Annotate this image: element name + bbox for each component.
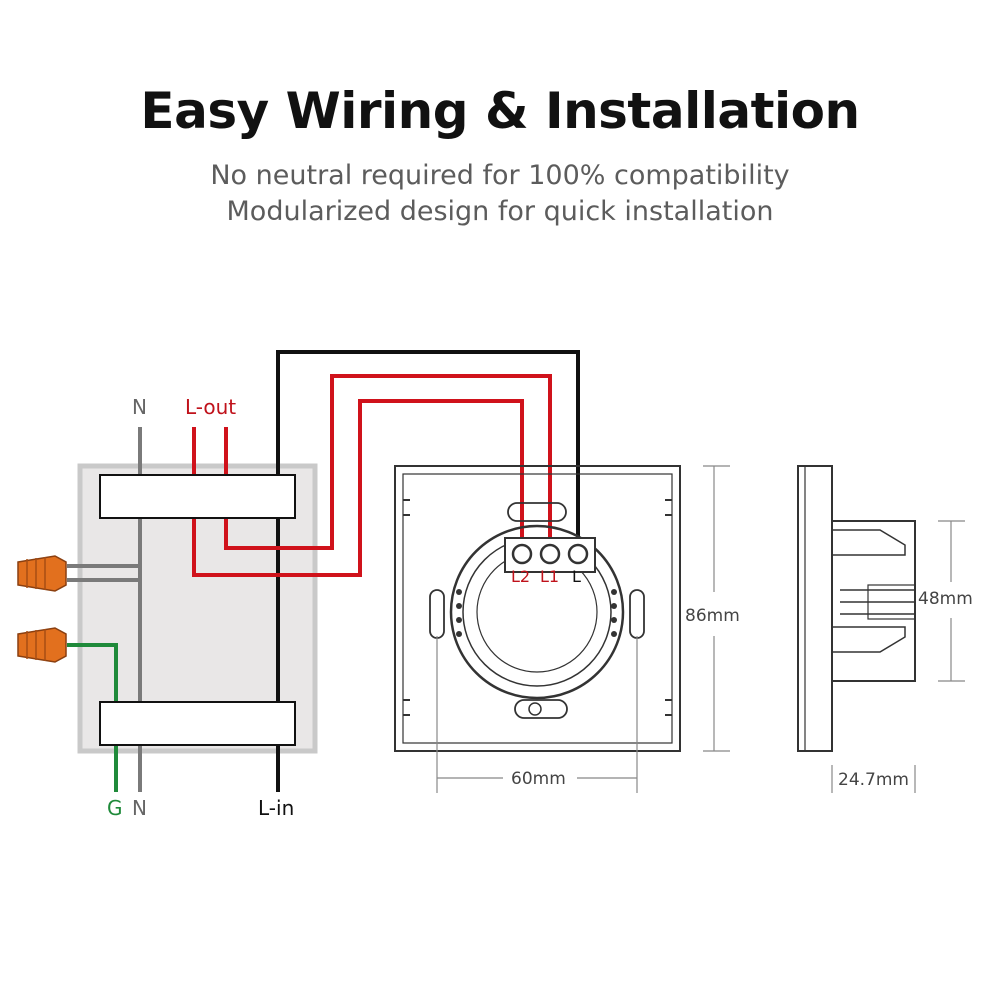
line-in-wire (276, 350, 580, 792)
label-ground: G (107, 796, 123, 820)
terminal-label-l2: L2 (511, 567, 530, 586)
dimension-module-height-label: 48mm (918, 589, 973, 609)
switch-side-view (797, 465, 916, 752)
neutral-wires (67, 427, 142, 792)
dimension-width-label: 60mm (511, 769, 566, 789)
subtitle-line-1: No neutral required for 100% compatibili… (210, 160, 790, 191)
label-l-in: L-in (258, 796, 294, 820)
dimension-height (703, 465, 730, 752)
terminal-label-l: L (572, 567, 581, 586)
subtitle-line-2: Modularized design for quick installatio… (226, 196, 774, 227)
dimension-width (436, 636, 638, 793)
dimension-module-height (938, 520, 965, 682)
terminal-block-bottom (99, 701, 296, 746)
label-n-top: N (132, 395, 147, 419)
led-dots (456, 589, 617, 637)
ground-wire (67, 643, 118, 792)
live-out-wires (192, 374, 552, 577)
terminal-block-top (99, 474, 296, 519)
dimension-depth (831, 765, 916, 793)
dimension-height-label: 86mm (685, 606, 740, 626)
wire-connector-ground (17, 627, 67, 663)
wire-connector-neutral (17, 555, 67, 592)
page-title: Easy Wiring & Installation (140, 82, 860, 140)
dimension-depth-label: 24.7mm (838, 770, 909, 790)
terminal-label-l1: L1 (540, 567, 559, 586)
label-n-bottom: N (132, 796, 147, 820)
label-l-out: L-out (185, 395, 236, 419)
switch-back-view (394, 465, 681, 752)
